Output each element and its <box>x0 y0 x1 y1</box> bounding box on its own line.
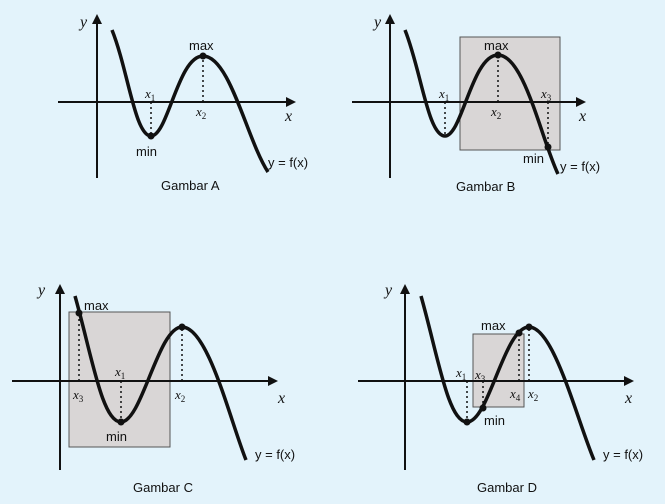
min-label: min <box>484 413 505 428</box>
caption: Gambar B <box>456 179 515 194</box>
function-label: y = f(x) <box>268 155 308 170</box>
x-axis-label: x <box>578 108 586 125</box>
caption: Gambar A <box>161 178 220 193</box>
max-label: max <box>84 298 109 313</box>
endpoint-max-point <box>75 309 83 317</box>
y-axis-label: y <box>383 282 393 299</box>
max-point <box>525 323 533 331</box>
function-label: y = f(x) <box>560 159 600 174</box>
axes <box>58 14 296 178</box>
panel-gambar-a: y x x1 x2 min max y = f(x) Gambar A <box>58 14 308 193</box>
x1-label: x1 <box>455 365 466 382</box>
min-label: min <box>523 151 544 166</box>
max-label: max <box>484 38 509 53</box>
axes <box>12 284 278 470</box>
function-curve <box>403 29 560 175</box>
x3-label: x3 <box>474 367 486 384</box>
panel-gambar-c: y x max x3 x1 x2 min y = f(x) Gambar C <box>12 282 295 495</box>
endpoint-min-point <box>544 143 552 151</box>
x-axis-label: x <box>277 390 285 407</box>
min-point <box>147 132 155 140</box>
panel-gambar-b: y x x1 x2 x3 max min y = f(x) Gambar B <box>352 14 600 194</box>
min-label: min <box>136 144 157 159</box>
x1-label: x1 <box>114 364 125 381</box>
function-label: y = f(x) <box>603 447 643 462</box>
endpoint-min-point <box>479 404 487 412</box>
function-label: y = f(x) <box>255 447 295 462</box>
y-axis-label: y <box>372 14 382 31</box>
function-curve <box>419 295 596 461</box>
y-axis-label: y <box>36 282 46 299</box>
min-label: min <box>106 429 127 444</box>
function-curve <box>73 295 248 461</box>
x1-label: x1 <box>144 86 155 103</box>
x1-label: x1 <box>438 86 449 103</box>
x2-label: x2 <box>527 386 538 403</box>
caption: Gambar D <box>477 480 537 495</box>
max-point <box>494 51 502 59</box>
caption: Gambar C <box>133 480 193 495</box>
max-label: max <box>481 318 506 333</box>
x3-label: x3 <box>540 86 552 103</box>
x4-label: x4 <box>509 386 521 403</box>
max-point <box>199 52 207 60</box>
min-point <box>117 418 125 426</box>
x2-label: x2 <box>174 387 185 404</box>
x3-label: x3 <box>72 387 84 404</box>
min-point <box>463 418 471 426</box>
function-curve <box>110 29 270 173</box>
y-axis-label: y <box>78 14 88 31</box>
max-label: max <box>189 38 214 53</box>
endpoint-max-point <box>515 329 523 337</box>
x-axis-label: x <box>624 390 632 407</box>
x2-label: x2 <box>490 104 501 121</box>
max-point <box>178 323 186 331</box>
x-axis-label: x <box>284 108 292 125</box>
panel-gambar-d: y x max x1 x3 x4 x2 min y = f(x) Gambar … <box>358 282 643 495</box>
x2-label: x2 <box>195 104 206 121</box>
